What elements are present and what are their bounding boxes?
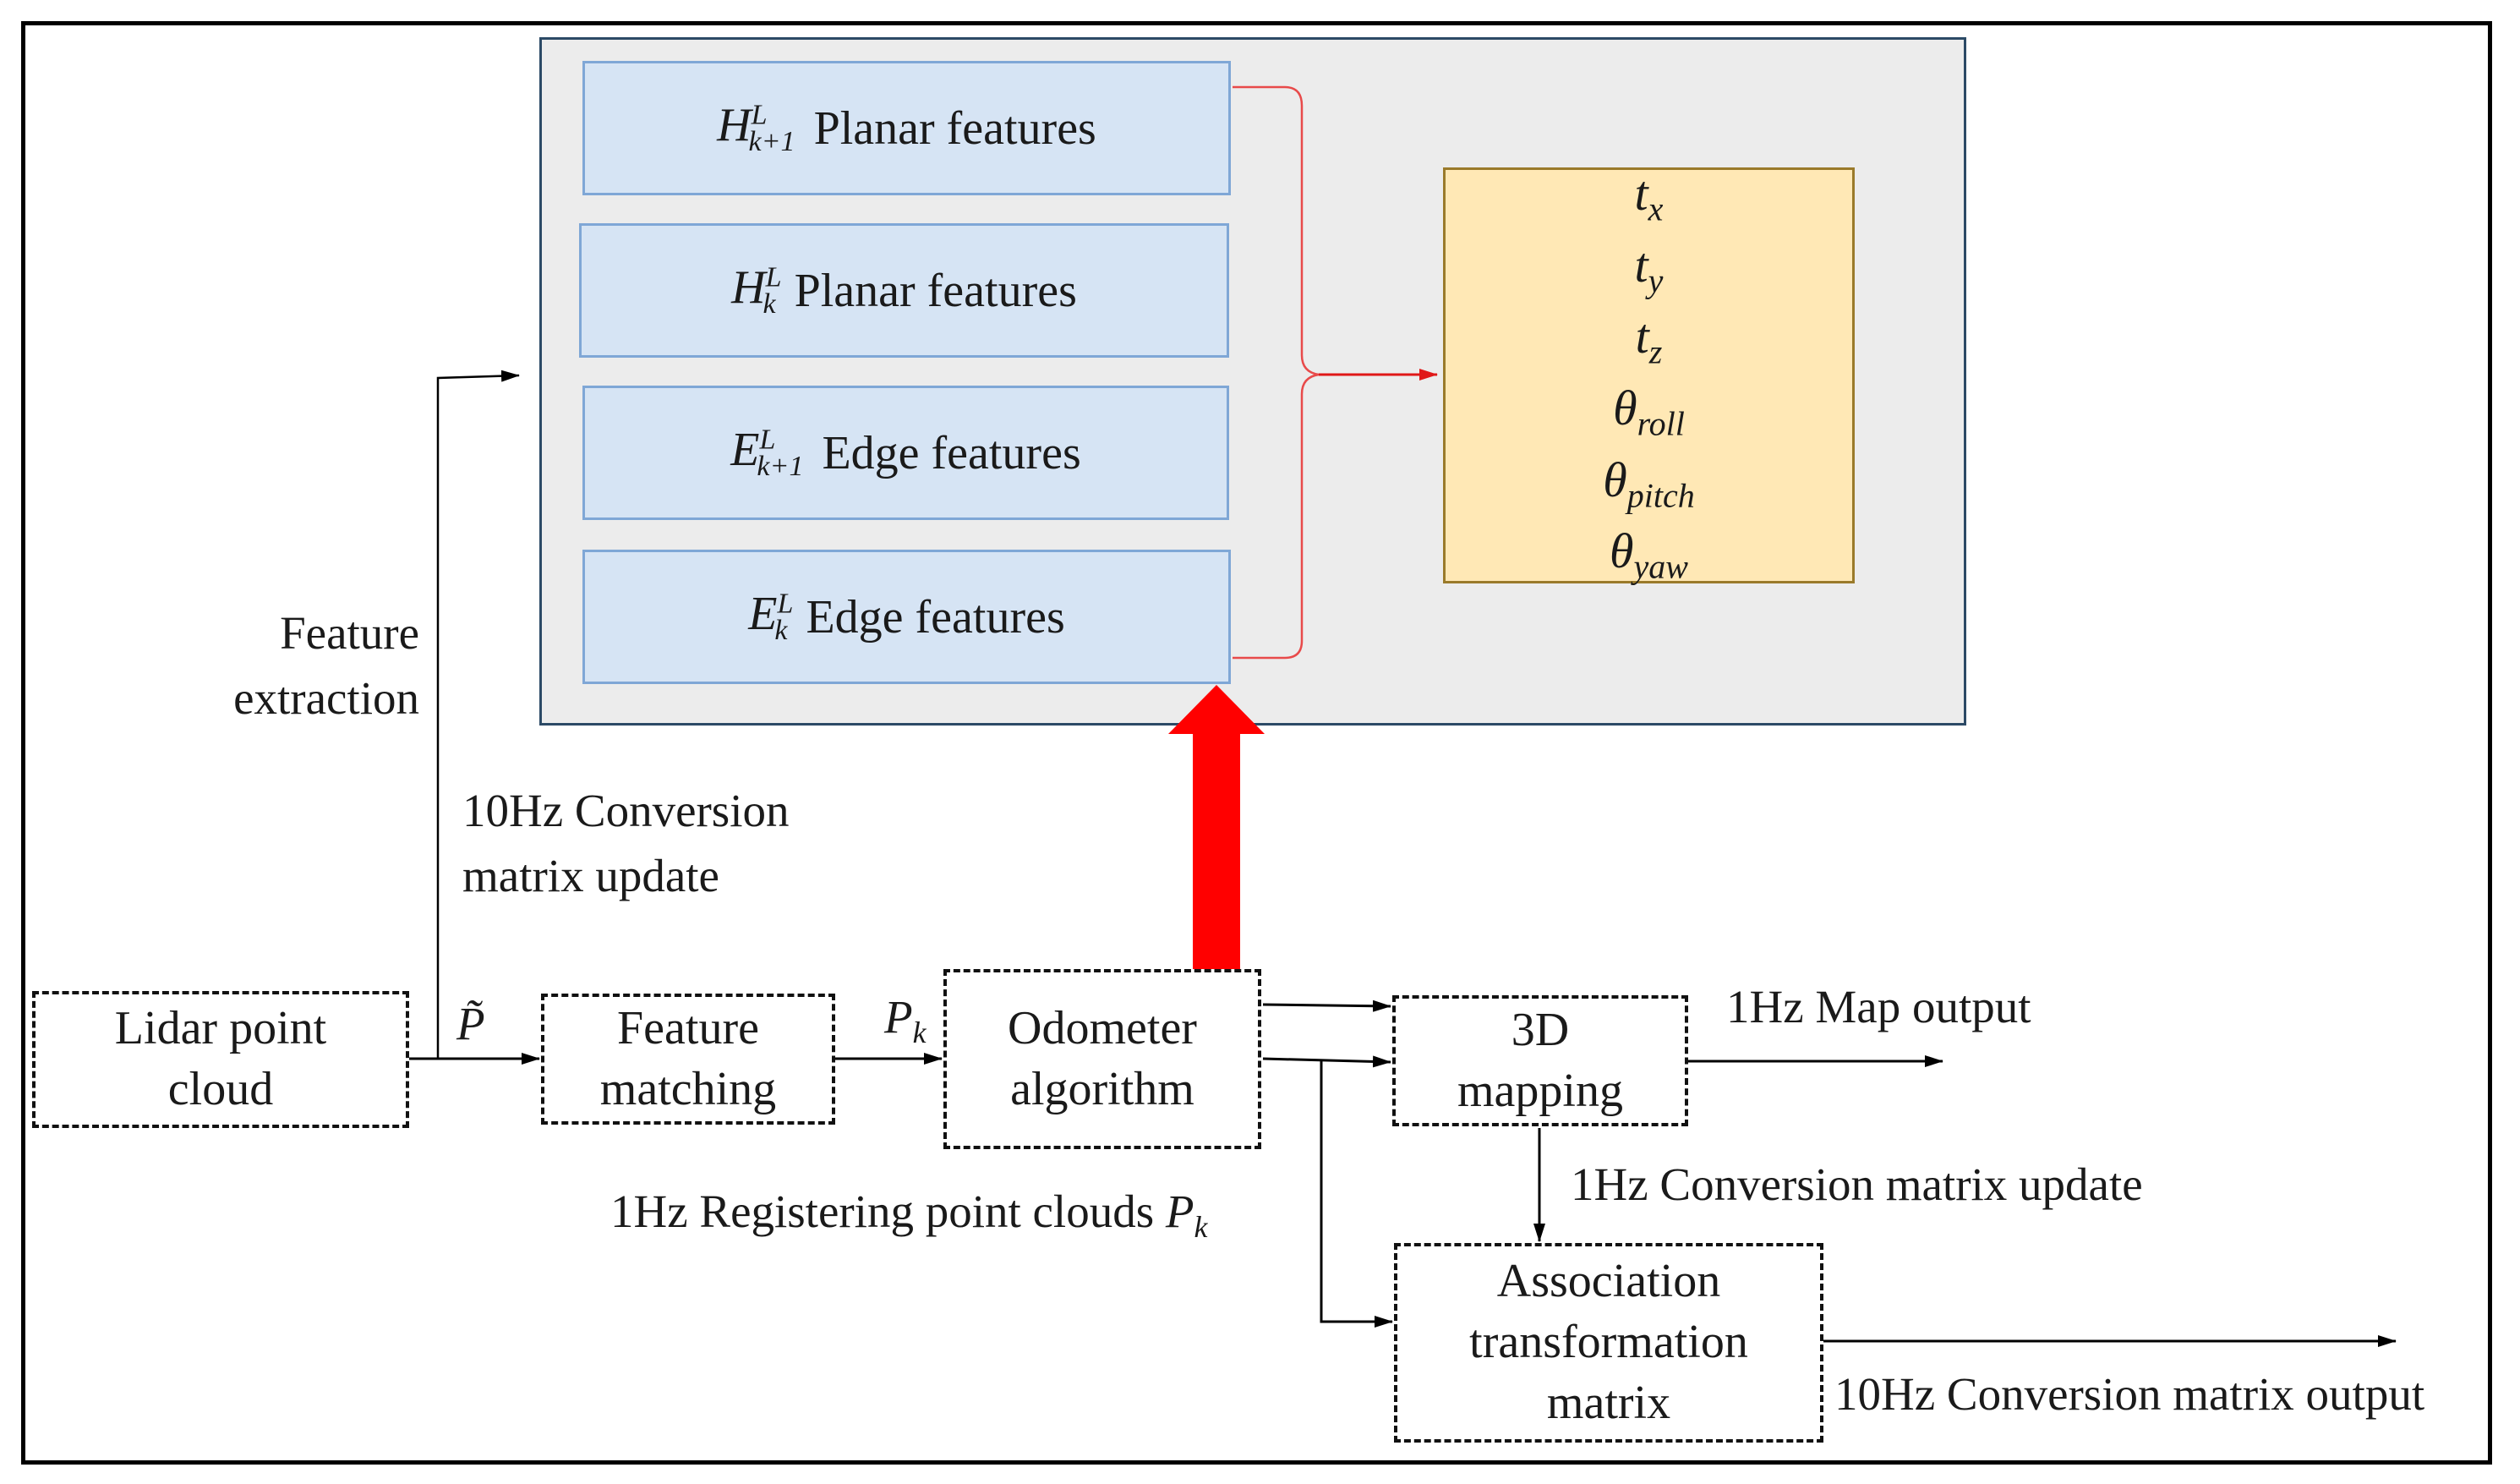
feature-box-h-k1: HLk+1 Planar features	[582, 61, 1231, 195]
conversion-1hz-label: 1Hz Conversion matrix update	[1571, 1158, 2143, 1210]
pk-label: Pk	[884, 991, 927, 1049]
feature-bracket	[1233, 85, 1320, 660]
figure-frame	[21, 21, 2492, 1465]
conversion-output-label: 10Hz Conversion matrix output	[1834, 1368, 2425, 1420]
map-output-label: 1Hz Map output	[1726, 981, 2031, 1032]
feature-label: Planar features	[813, 101, 1096, 155]
feature-label: Planar features	[794, 264, 1077, 317]
feature-box-h-k: HLk Planar features	[579, 223, 1229, 358]
param-tz: tz	[1635, 309, 1663, 371]
pose-parameters-box: tx ty tz θroll θpitch θyaw	[1443, 166, 1855, 586]
feature-box-e-k: ELk Edge features	[582, 550, 1231, 684]
param-pitch: θpitch	[1603, 452, 1695, 515]
param-tx: tx	[1634, 166, 1664, 228]
feature-box-e-k1: ELk+1 Edge features	[582, 386, 1229, 520]
param-roll: θroll	[1613, 381, 1685, 443]
p-tilde-label: P̃	[456, 998, 485, 1049]
param-ty: ty	[1634, 237, 1664, 300]
big-red-arrow-icon	[1168, 685, 1265, 969]
feature-label: Edge features	[822, 426, 1081, 479]
registering-label: 1Hz Registering point clouds Pk	[610, 1186, 1208, 1244]
conversion-10hz-label: 10Hz Conversion matrix update	[462, 785, 790, 901]
param-yaw: θyaw	[1610, 523, 1688, 586]
arrow-feature-extraction	[436, 370, 520, 1059]
feature-label: Edge features	[806, 590, 1065, 643]
arrow-odometer-to-mapping-1	[1262, 999, 1391, 1012]
feature-extraction-label: Feature extraction	[233, 607, 419, 724]
arrow-odometer-to-mapping-2	[1262, 1055, 1391, 1068]
arrow-registering-to-association	[1320, 1060, 1393, 1328]
